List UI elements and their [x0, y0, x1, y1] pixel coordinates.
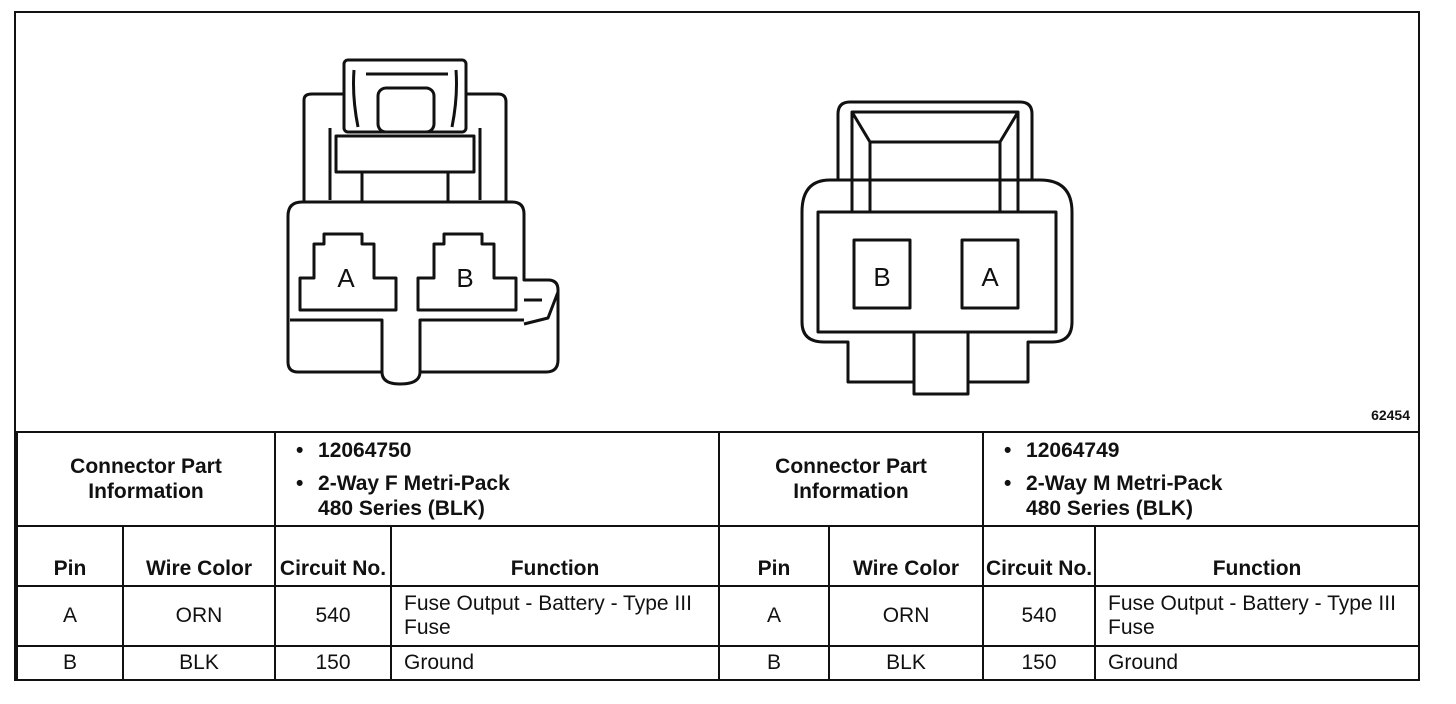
- circuit-cell: 540: [982, 585, 1097, 647]
- part-description-cont: 480 Series (BLK): [1026, 496, 1193, 520]
- part-number: 12064750: [296, 438, 718, 463]
- table-row: A ORN 540 Fuse Output - Battery - Type I…: [16, 585, 1421, 647]
- function-cell: Ground: [1094, 645, 1421, 681]
- connector-diagram-frame: A B B A 62454 Connector Part Informatio: [14, 11, 1421, 681]
- function-cell: Ground: [390, 645, 721, 681]
- part-description: 2-Way F Metri-Pack: [296, 471, 718, 496]
- part-number: 12064749: [1004, 438, 1418, 463]
- connector-drawings: A B B A: [286, 58, 1074, 396]
- column-header-row: Pin Wire Color Circuit No. Function Pin …: [16, 525, 1421, 587]
- part-info-details: 12064750 2-Way F Metri-Pack 480 Series (…: [274, 431, 721, 527]
- connector-info-table: Connector Part Information 12064750 2-Wa…: [15, 431, 1421, 681]
- wire-color-cell: BLK: [828, 645, 985, 681]
- circuit-column-header: Circuit No.: [274, 525, 393, 587]
- circuit-cell: 150: [274, 645, 393, 681]
- pin-cell: A: [16, 585, 124, 647]
- male-connector-drawing: B A: [800, 100, 1074, 396]
- circuit-column-header: Circuit No.: [982, 525, 1097, 587]
- male-cavity-label: A: [981, 262, 999, 292]
- pin-cell: A: [718, 585, 831, 647]
- female-cavity-label: A: [337, 263, 355, 293]
- female-connector-drawing: A B: [286, 58, 560, 386]
- part-description: 2-Way M Metri-Pack: [1004, 471, 1418, 496]
- figure-id: 62454: [1371, 407, 1410, 423]
- pin-cell: B: [16, 645, 124, 681]
- pin-cell: B: [718, 645, 831, 681]
- function-column-header: Function: [390, 525, 721, 587]
- pin-column-header: Pin: [16, 525, 124, 587]
- function-cell: Fuse Output - Battery - Type III Fuse: [1094, 585, 1421, 647]
- female-cavity-label: B: [456, 263, 473, 293]
- circuit-cell: 150: [982, 645, 1097, 681]
- wire-color-cell: ORN: [828, 585, 985, 647]
- part-info-row: Connector Part Information 12064750 2-Wa…: [15, 431, 1421, 527]
- circuit-cell: 540: [274, 585, 393, 647]
- part-info-label: Connector Part Information: [15, 431, 277, 527]
- wire-color-column-header: Wire Color: [121, 525, 277, 587]
- male-cavity-label: B: [873, 262, 890, 292]
- pin-column-header: Pin: [718, 525, 831, 587]
- function-cell: Fuse Output - Battery - Type III Fuse: [390, 585, 721, 647]
- table-row: B BLK 150 Ground B BLK 150 Ground: [16, 645, 1421, 681]
- function-column-header: Function: [1094, 525, 1421, 587]
- wire-color-column-header: Wire Color: [828, 525, 985, 587]
- wire-color-cell: BLK: [121, 645, 277, 681]
- part-description-cont: 480 Series (BLK): [318, 496, 485, 520]
- wire-color-cell: ORN: [121, 585, 277, 647]
- part-info-details: 12064749 2-Way M Metri-Pack 480 Series (…: [982, 431, 1421, 527]
- part-info-label: Connector Part Information: [718, 431, 985, 527]
